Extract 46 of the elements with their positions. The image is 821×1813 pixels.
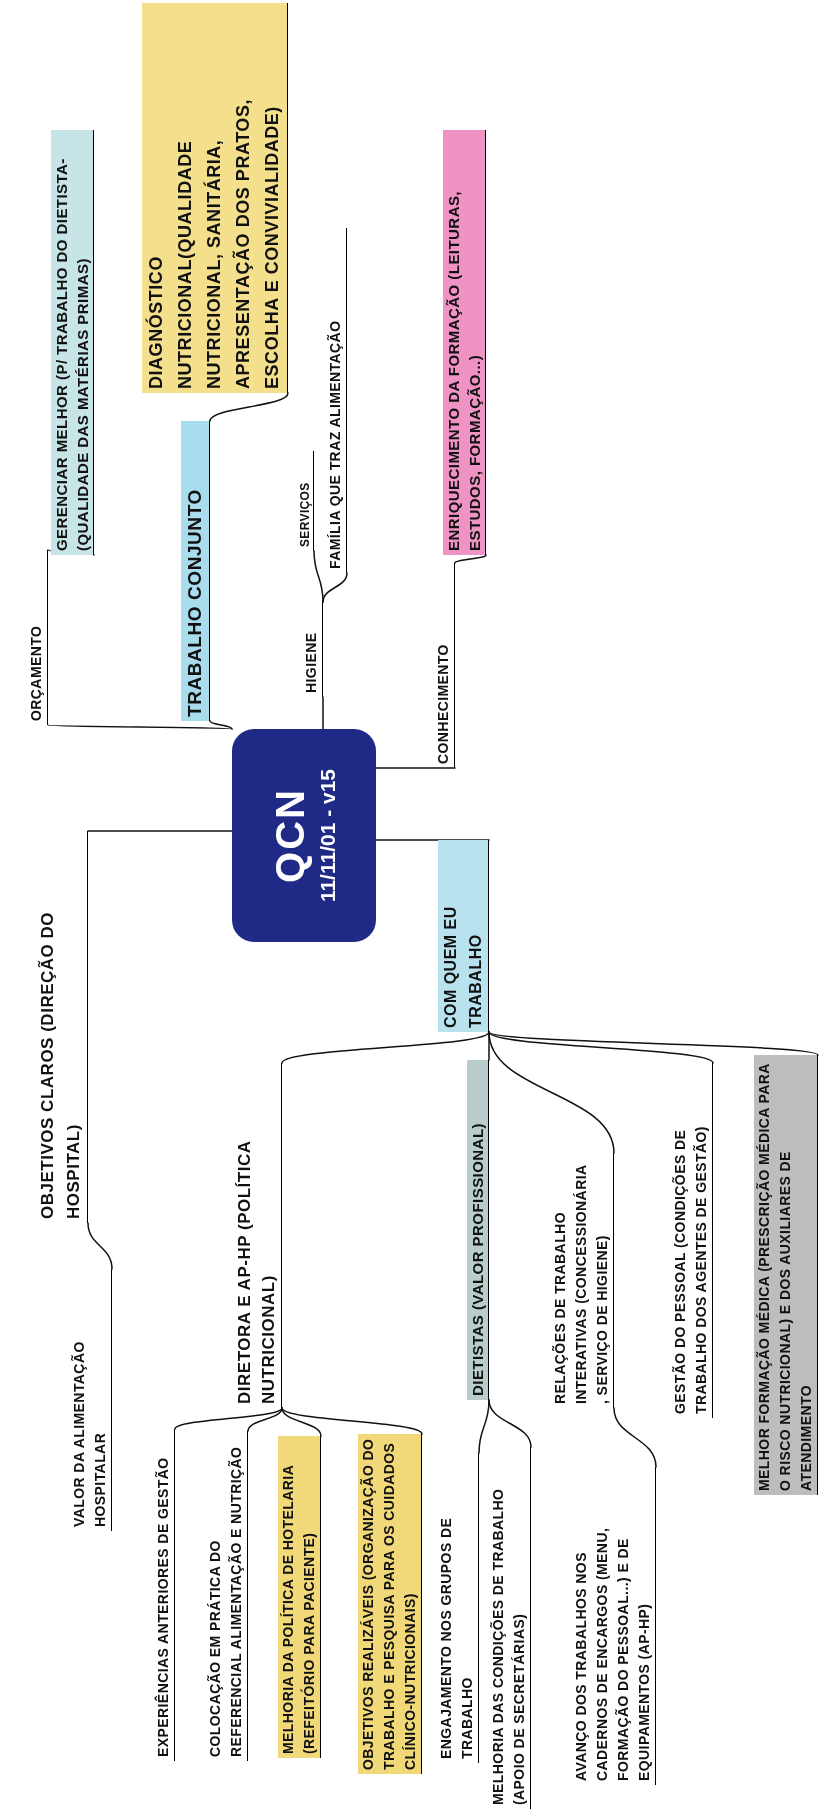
branch-line [375, 767, 456, 769]
topic-label: FAMÍLIA QUE TRAZ ALIMENTAÇÃO [325, 228, 347, 573]
topic-label: RELAÇÕES DE TRABALHO INTERATIVAS (CONCESSIONÁRIA , SERVIÇO DE HIGIENE) [550, 1153, 614, 1408]
topic-label: MELHORIA DAS CONDIÇÕES DE TRABALHO (APOIO DE SECRETÁRIAS) [488, 1447, 531, 1809]
branch-line [209, 720, 233, 730]
topic-box: OBJETIVOS REALIZÁVEIS (ORGANIZAÇÃO DO TRABALHO E PESQUISA PARA OS CUIDADOS CLÍNICO-NUTRICIONAIS) [358, 1434, 422, 1774]
topic-box: DIAGNÓSTICO NUTRICIONAL(QUALIDADE NUTRICIONAL, SANITÁRIA, APRESENTAÇÃO DOS PRATOS, ESCOLHA E CONVIVIALIDADE) [142, 3, 288, 393]
branch-label: ORÇAMENTO [26, 550, 48, 725]
branch-line [375, 839, 490, 841]
branch-line [87, 830, 233, 832]
topic-label: VALOR DA ALIMENTAÇÃO HOSPITALAR [69, 1269, 112, 1531]
branch-line [488, 1031, 615, 1154]
branch-label: OBJETIVOS CLAROS (DIREÇÃO DO HOSPITAL) [35, 831, 88, 1223]
topic-label: DIETISTAS (VALOR PROFISSIONAL) [467, 1060, 489, 1400]
branch-label: CONHECIMENTO [433, 563, 455, 768]
branch-line [488, 1399, 532, 1448]
branch-line [87, 1222, 113, 1270]
topic-box: ENRIQUECIMENTO DA FORMAÇÃO (LEITURAS, ESTUDOS, FORMAÇÃO...) [443, 130, 486, 555]
branch-line [47, 724, 233, 730]
branch-line [488, 1031, 714, 1064]
branch-line [281, 1407, 423, 1435]
branch-line [281, 1407, 322, 1437]
branch-line [322, 572, 348, 603]
branch-label: COM QUEM EU TRABALHO [438, 840, 489, 1032]
branch-label: HIGIENE [301, 602, 323, 697]
branch-line [478, 1399, 490, 1454]
branch-line [209, 392, 289, 422]
branch-line [247, 1407, 283, 1432]
branch-line [281, 1031, 490, 1064]
topic-box: GERENCIAR MELHOR (P/ TRABALHO DO DIETISTA-(QUALIDADE DAS MATÉRIAS PRIMAS) [51, 130, 94, 555]
topic-label: SERVIÇOS [297, 451, 314, 551]
branch-line [488, 1031, 819, 1056]
branch-line [174, 1407, 283, 1430]
topic-box: MELHORIA DA POLÍTICA DE HOTELARIA (REFEITÓRIO PARA PACIENTE) [278, 1436, 321, 1758]
branch-line [454, 554, 487, 564]
branch-label: TRABALHO CONJUNTO [181, 421, 210, 721]
branch-line [613, 1407, 657, 1468]
topic-label: AVANÇO DOS TRABALHOS NOS CADERNOS DE ENCARGOS (MENU, FORMAÇÃO DO PESSOAL...) E DE EQUIPAMENTOS (AP-HP) [571, 1467, 656, 1785]
topic-label: GESTÃO DO PESSOAL (CONDIÇÕES DE TRABALHO DOS AGENTES DE GESTÃO) [670, 1063, 713, 1418]
topic-label: COLOCAÇÃO EM PRÁTICA DO REFERENCIAL ALIMENTAÇÃO E NUTRIÇÃO [205, 1431, 248, 1761]
topic-box: MELHOR FORMAÇÃO MÉDICA (PRESCRIÇÃO MÉDICA PARA O RISCO NUTRICIONAL) E DOS AUXILIARES DE ATENDIMENTO [754, 1055, 818, 1495]
topic-label: EXPERIÊNCIAS ANTERIORES DE GESTÃO [153, 1429, 175, 1761]
topic-label: DIRETORA E AP-HP (POLÍTICA NUTRICIONAL) [233, 1063, 282, 1408]
central-topic: QCN 11/11/01 - v15 [232, 729, 376, 942]
topic-label: ENGAJAMENTO NOS GRUPOS DE TRABALHO [436, 1453, 479, 1763]
branch-line [322, 696, 324, 730]
